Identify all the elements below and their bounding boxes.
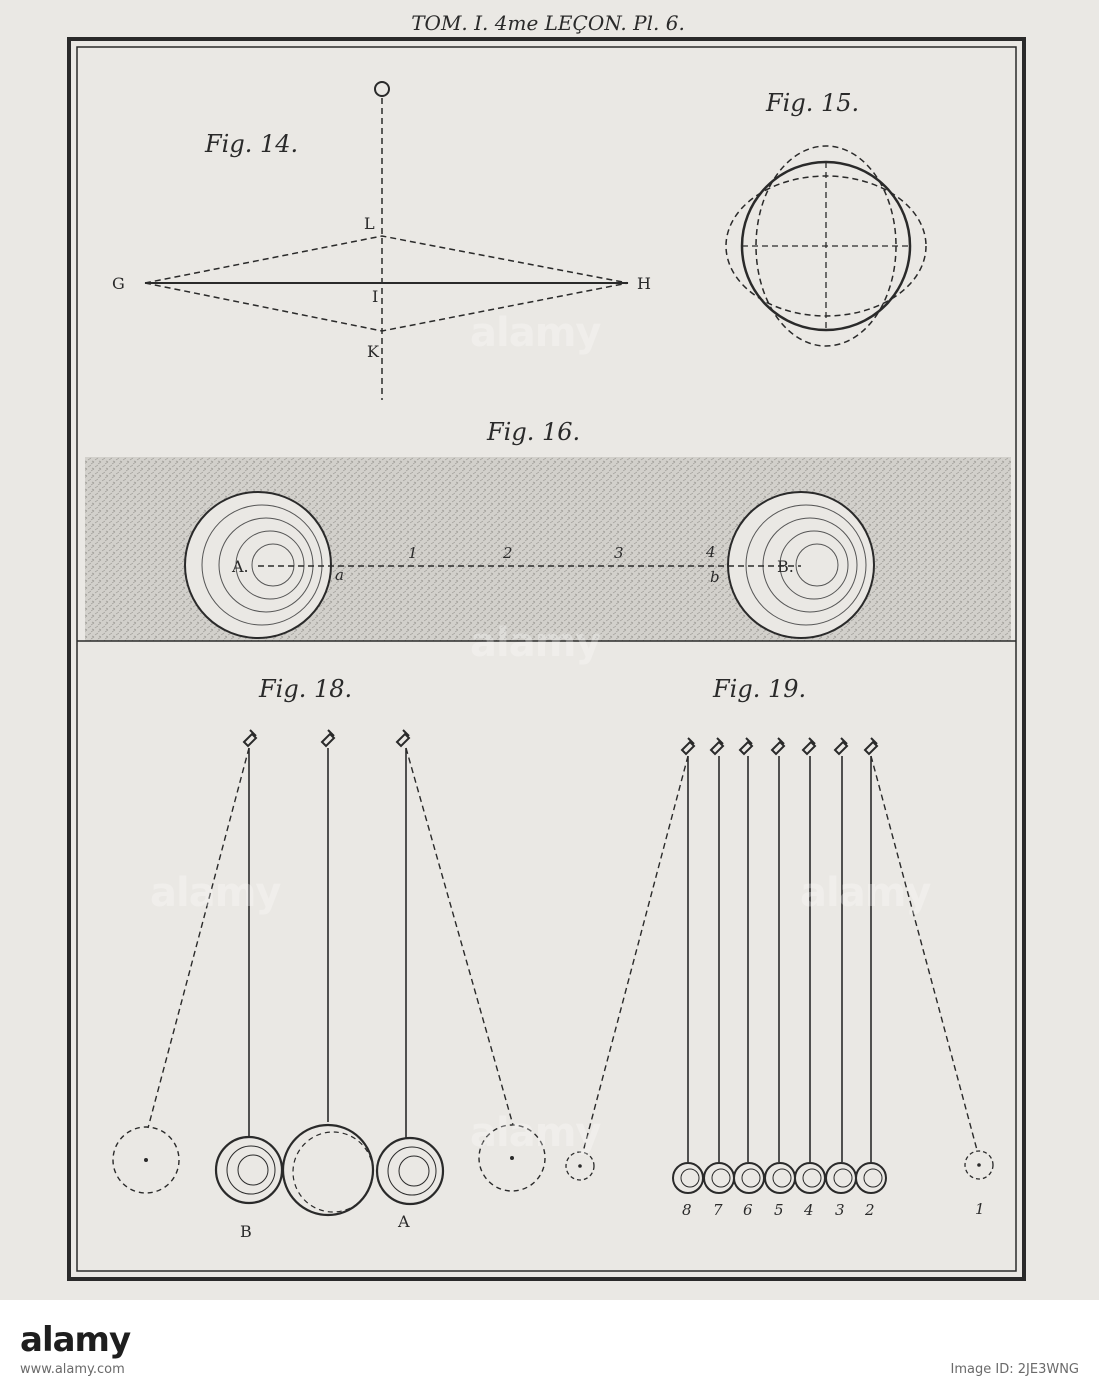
footer-band: [0, 1300, 1099, 1390]
fig19-pendulums: [565, 737, 994, 1181]
fig18-title: Fig. 18.: [258, 675, 352, 703]
alamy-logo[interactable]: alamy: [20, 1320, 131, 1360]
fig19-title: Fig. 19.: [712, 675, 806, 703]
alamy-url[interactable]: www.alamy.com: [20, 1362, 125, 1377]
fig19-number-7: 7: [713, 1201, 723, 1219]
fig16-label-b: b: [710, 568, 720, 586]
outer-frame: [67, 37, 1026, 1281]
fig16-label-1: 1: [408, 544, 418, 562]
fig19-number-8: 8: [682, 1201, 692, 1219]
fig14-label-L: L: [364, 214, 375, 233]
fig19-number-2: 2: [864, 1201, 875, 1219]
fig16-label-4: 4: [705, 543, 716, 561]
fig15-title: Fig. 15.: [765, 89, 859, 117]
fig16-label-2: 2: [502, 544, 513, 562]
fig19-number-3: 3: [835, 1201, 845, 1219]
fig14-label-G: G: [112, 274, 125, 293]
plate-header: TOM. I. 4me LEÇON. Pl. 6.: [411, 11, 685, 35]
fig19-balls: [672, 1162, 887, 1194]
fig19-number-5: 5: [774, 1201, 784, 1219]
fig14-label-K: K: [367, 342, 380, 361]
fig14-upper-dashed: [144, 235, 629, 284]
image-id: Image ID: 2JE3WNG: [950, 1362, 1079, 1377]
fig16-sphere-A: [184, 491, 332, 639]
fig16-label-3: 3: [614, 544, 624, 562]
fig16-label-A: A.: [231, 557, 249, 576]
fig19-number-4: 4: [803, 1201, 814, 1219]
fig18-pendulums: [112, 729, 546, 1217]
fig16-label-a: a: [335, 566, 344, 584]
fig14-title: Fig. 14.: [204, 130, 298, 158]
engraving-illustration: TOM. I. 4me LEÇON. Pl. 6. Fig. 14. L G H…: [67, 11, 1026, 1281]
fig18-label-B: B: [240, 1222, 252, 1241]
fig14-top-ball: [374, 81, 390, 97]
inner-frame: [76, 46, 1017, 1272]
fig14-lower-dashed: [144, 282, 629, 332]
fig14-label-I: I: [372, 287, 378, 306]
fig16-label-B: B.: [777, 557, 794, 576]
fig14-label-H: H: [637, 274, 651, 293]
fig19-number-1: 1: [975, 1200, 985, 1218]
engraving-plate: TOM. I. 4me LEÇON. Pl. 6. Fig. 14. L G H…: [0, 0, 1099, 1300]
fig16-title: Fig. 16.: [486, 418, 580, 446]
fig18-label-A: A: [397, 1212, 410, 1231]
fig16-sphere-B: [727, 491, 875, 639]
fig19-number-6: 6: [743, 1201, 753, 1219]
fig15-oscillating-ring: [725, 145, 927, 347]
